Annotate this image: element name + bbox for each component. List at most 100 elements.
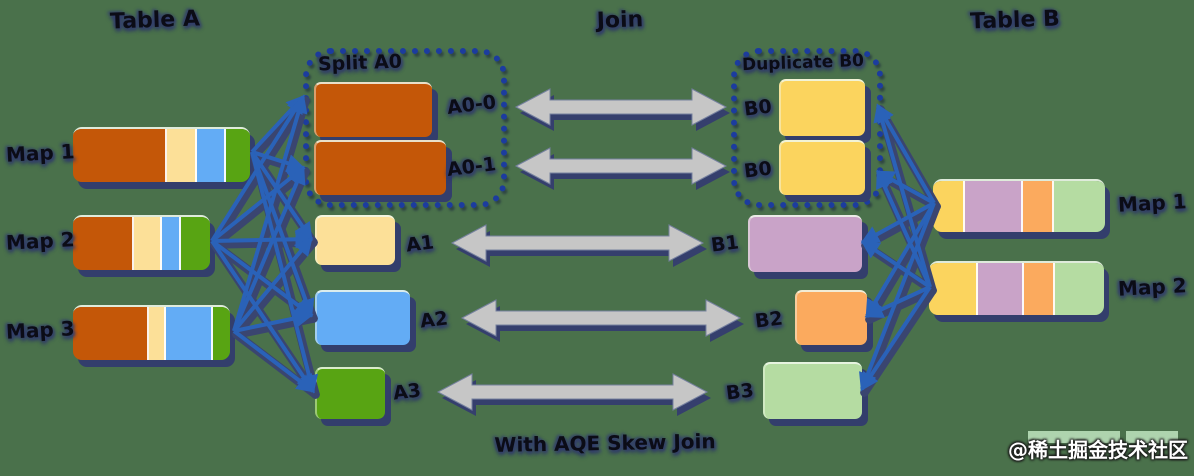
shuffle-line-map-b1-to-dup-b0-bot [875, 170, 935, 205]
bar-segment-yellow [929, 263, 979, 315]
shuffle-line-shadow [250, 96, 310, 160]
left-map-1-bar [73, 127, 250, 182]
left-map-3-label: Map 3 [5, 316, 76, 344]
left-map-2-bar [73, 215, 210, 270]
shuffle-line-shadow [232, 167, 310, 339]
right-map-2-bar [929, 261, 1104, 315]
shuffle-line-shadow [865, 286, 937, 324]
shuffle-line-shadow [232, 314, 318, 339]
join-arrow-A0-0-to-B0 [514, 88, 728, 126]
shuffle-line-shadow [860, 202, 941, 397]
bar-segment-yellow [933, 181, 965, 232]
join-arrow-shadow [520, 154, 730, 190]
shuffle-line-map-2-to-a2 [210, 239, 314, 317]
join-arrow-A2-to-B2 [460, 299, 742, 337]
shuffle-line-shadow [210, 167, 310, 249]
shuffle-line-shadow [250, 151, 310, 176]
bar-segment-blue [162, 217, 182, 270]
join-arrow-shadow [442, 380, 711, 416]
watermark-highlight-block [1028, 431, 1120, 443]
shuffle-line-map-1-to-split-a0-top [250, 94, 305, 154]
shuffle-line-map-b2-to-b2 [864, 285, 931, 318]
bar-segment-green [213, 307, 230, 360]
shuffle-line-shadow [876, 105, 941, 211]
partition-a2-label: A2 [418, 307, 450, 333]
shuffle-line-shadow [232, 238, 318, 339]
join-arrow-shadow [466, 306, 744, 342]
shuffle-line-map-3-to-split-a0-bot [232, 165, 306, 332]
shuffle-line-map-b2-to-b1 [860, 240, 932, 289]
shuffle-line-shadow [876, 105, 937, 295]
diagram-caption: With AQE Skew Join [494, 429, 716, 457]
partition-b1 [748, 215, 862, 272]
shuffle-line-shadow [210, 240, 318, 323]
partition-b0-copy2 [779, 140, 865, 195]
left-map-1-label: Map 1 [5, 139, 76, 167]
shuffle-line-map-b1-to-b1 [860, 201, 935, 244]
bar-segment-orange [73, 307, 149, 360]
partition-a3-label: A3 [391, 379, 423, 405]
partition-b3 [763, 362, 862, 419]
join-title: Join [596, 7, 644, 34]
shuffle-line-map-2-to-a1 [211, 230, 314, 249]
bar-segment-green [226, 129, 250, 182]
shuffle-line-shadow [210, 238, 318, 249]
bar-segment-orange [73, 129, 168, 182]
partition-a3 [315, 367, 385, 419]
partition-b0-copy1 [779, 79, 865, 136]
bar-segment-green [181, 217, 210, 270]
table-b-title: Table B [969, 6, 1061, 35]
bar-segment-blue [196, 129, 227, 182]
shuffle-line-shadow [860, 286, 937, 397]
partition-a2 [315, 290, 410, 345]
shuffle-line-map-b1-to-b2 [865, 201, 936, 319]
join-arrow-A0-1-to-B0 [514, 147, 728, 185]
right-map-1-label: Map 1 [1117, 189, 1188, 217]
watermark-text: @稀土掘金技术社区 [1008, 438, 1188, 462]
shuffle-line-map-3-to-a2 [233, 309, 314, 333]
bar-segment-tan [167, 129, 197, 182]
shuffle-line-shadow [876, 171, 937, 295]
shuffle-line-map-3-to-a3 [232, 329, 316, 393]
shuffle-line-map-b1-to-b3 [859, 202, 936, 392]
join-arrow-A1-to-B1 [450, 224, 705, 262]
join-arrow-shadow [456, 231, 707, 267]
bar-segment-lt_orange [1024, 263, 1055, 315]
bar-segment-orange [73, 217, 134, 270]
partition-b3-label: B3 [724, 379, 755, 405]
bar-segment-lt_green [1053, 181, 1105, 232]
bar-segment-purple [978, 263, 1025, 315]
right-map-2-label: Map 2 [1117, 273, 1188, 301]
shuffle-line-shadow [861, 241, 937, 295]
shuffle-line-map-3-to-a1 [232, 236, 313, 333]
shuffle-line-map-b2-to-dup-b0-bot [876, 169, 932, 288]
left-map-2-label: Map 2 [5, 227, 76, 255]
partition-b1-label: B1 [709, 231, 740, 257]
join-arrow-shadow [520, 95, 730, 131]
shuffle-line-shadow [876, 171, 941, 211]
bar-segment-blue [166, 307, 214, 360]
split-a0-label: Split A0 [317, 50, 403, 76]
partition-a0-1 [314, 140, 446, 195]
partition-a0-0 [314, 82, 432, 137]
partition-b2-label: B2 [753, 307, 784, 333]
bar-segment-tan [133, 217, 163, 270]
shuffle-line-map-b1-to-dup-b0-top [876, 103, 936, 204]
bar-segment-lt_green [1054, 263, 1104, 315]
join-arrow-A3-to-B3 [436, 373, 709, 411]
bar-segment-lt_orange [1023, 181, 1054, 232]
partition-b0-copy1-label: B0 [742, 95, 773, 121]
shuffle-line-shadow [865, 202, 941, 324]
left-map-3-bar [73, 305, 230, 360]
shuffle-line-map-b2-to-dup-b0-top [873, 103, 932, 288]
shuffle-line-shadow [232, 330, 320, 399]
duplicate-b0-label: Duplicate B0 [741, 50, 865, 76]
shuffle-line-shadow [861, 202, 941, 250]
watermark-highlight-block [1126, 431, 1178, 443]
partition-b2 [795, 290, 867, 345]
shuffle-line-map-1-to-split-a0-bot [251, 150, 306, 173]
table-a-title: Table A [109, 6, 201, 35]
right-map-1-bar [933, 179, 1105, 232]
partition-b0-copy2-label: B0 [742, 157, 773, 183]
partition-a1 [315, 215, 395, 265]
